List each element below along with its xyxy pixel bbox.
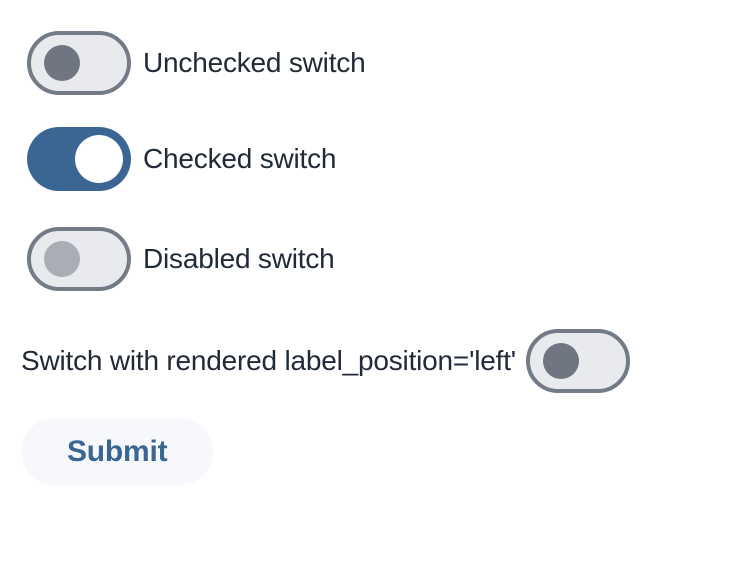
switch-row-checked: Checked switch (21, 127, 730, 191)
checked-switch-toggle[interactable] (27, 127, 131, 191)
unchecked-switch-toggle[interactable] (27, 31, 131, 95)
disabled-switch-toggle (27, 227, 131, 291)
checked-switch-label[interactable]: Checked switch (143, 143, 337, 174)
left-position-switch-toggle[interactable] (525, 329, 630, 393)
switch-thumb (44, 45, 80, 81)
submit-button[interactable]: Submit (21, 418, 214, 485)
switch-row-unchecked: Unchecked switch (21, 31, 730, 95)
unchecked-switch-label[interactable]: Unchecked switch (143, 47, 366, 78)
switch-thumb (542, 343, 579, 379)
switch-thumb (44, 241, 80, 277)
disabled-switch-label: Disabled switch (143, 243, 335, 274)
switch-thumb (75, 135, 123, 183)
left-position-switch-label[interactable]: Switch with rendered label_position='lef… (21, 345, 516, 376)
switch-row-label-left: Switch with rendered label_position='lef… (21, 329, 730, 393)
switch-row-disabled: Disabled switch (21, 227, 730, 291)
